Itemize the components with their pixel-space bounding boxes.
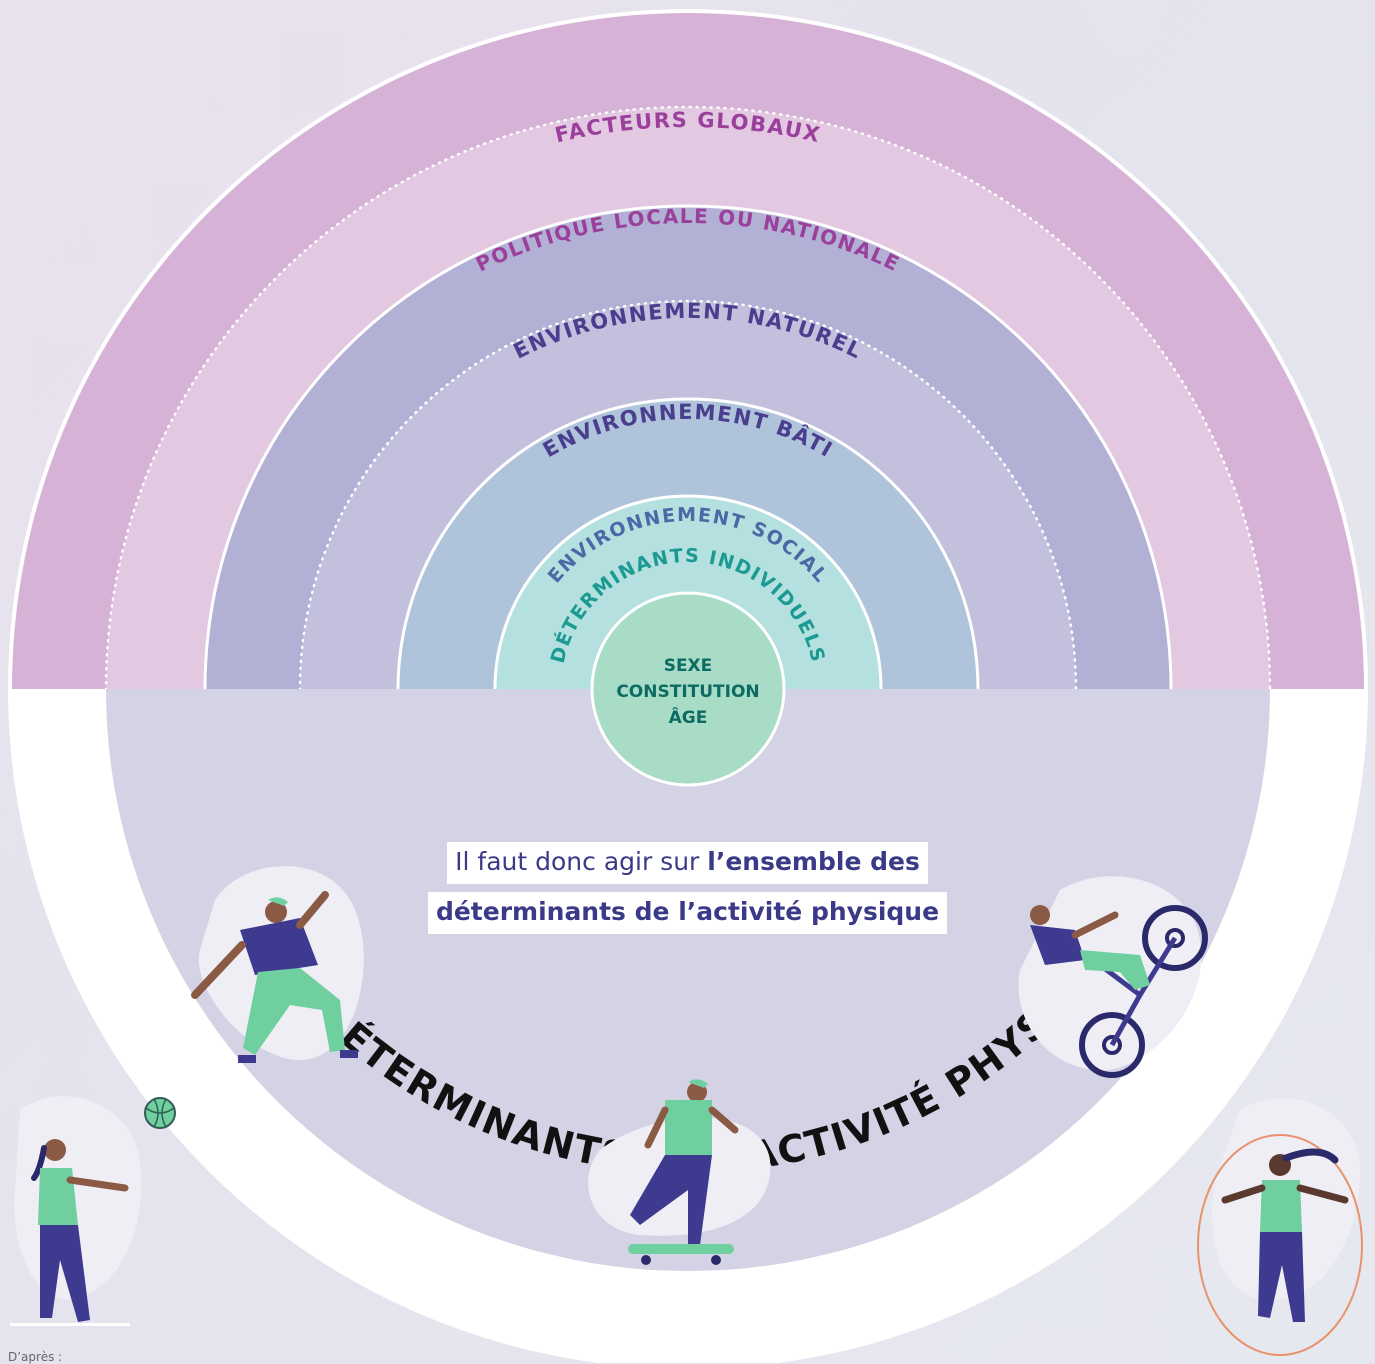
- core-label-age: ÂGE: [669, 706, 708, 728]
- person-cycling-icon: [1018, 876, 1208, 1078]
- message-bold-1: l’ensemble des: [707, 847, 920, 876]
- key-message: Il faut donc agir sur l’ensemble des dét…: [0, 842, 1375, 934]
- core-label-constitution: CONSTITUTION: [616, 682, 759, 702]
- message-line-2: déterminants de l’activité physique: [427, 892, 948, 934]
- ball-icon: [144, 1097, 176, 1129]
- dotted-divider: [298, 299, 1078, 689]
- source-prefix: D’après :: [8, 1350, 63, 1364]
- message-bold-2: déterminants de l’activité physique: [435, 897, 940, 926]
- message-regular: Il faut donc agir sur: [455, 847, 708, 876]
- message-line-1: Il faut donc agir sur l’ensemble des: [447, 842, 928, 884]
- person-dancing-icon: [191, 866, 364, 1063]
- person-throwing-ball-icon: [10, 1096, 142, 1326]
- person-skateboarding-icon: [588, 1079, 771, 1265]
- person-jumping-rope-icon: [1197, 1098, 1363, 1356]
- core-circle: [590, 591, 786, 787]
- core-label-sexe: SEXE: [664, 656, 713, 676]
- rings-group: [12, 13, 1364, 689]
